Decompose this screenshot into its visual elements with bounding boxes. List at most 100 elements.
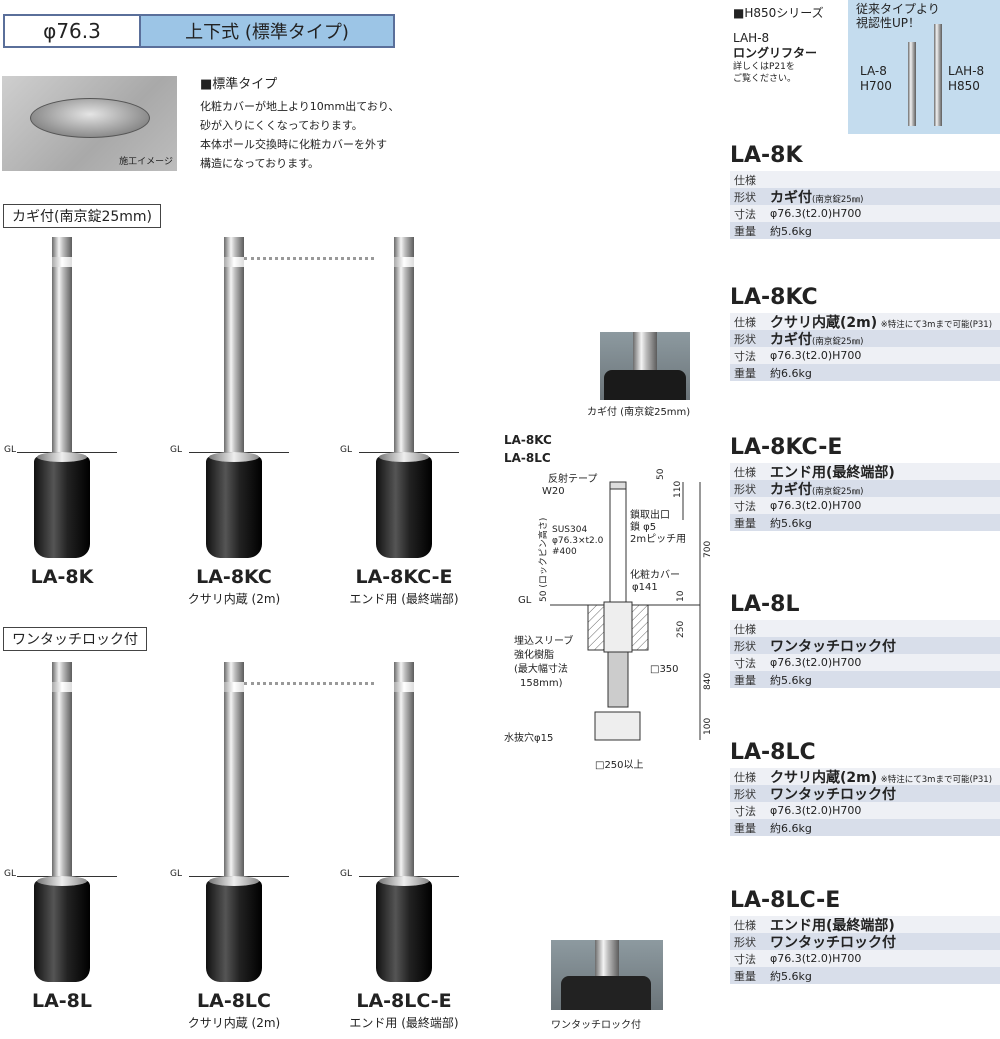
spec-row: 仕様クサリ内蔵(2m) ※特注にて3mまで可能(P31) <box>730 768 1000 786</box>
weight-key: 重量 <box>734 821 756 835</box>
shape-row: 形状カギ付(南京錠25㎜) <box>730 188 1000 206</box>
chain-pitch: 2mピッチ用 <box>630 533 686 545</box>
gl-label: GL <box>170 445 182 455</box>
weight-value: 約5.6kg <box>770 516 812 530</box>
bollard-pole <box>224 237 244 462</box>
h850-name: ロングリフター <box>733 46 818 60</box>
chain-exit-label: 鎖取出口 <box>630 508 670 521</box>
weight-key: 重量 <box>734 366 756 380</box>
dim-110: 110 <box>673 481 683 498</box>
section-onetouch: ワンタッチロック付 <box>3 627 147 651</box>
gl-label: GL <box>170 869 182 879</box>
size-key: 寸法 <box>734 349 756 363</box>
size-value: φ76.3(t2.0)H700 <box>770 499 862 512</box>
installation-photo: 施工イメージ <box>2 76 177 171</box>
bollard-pole <box>52 237 72 462</box>
spec-note: ※特注にて3mまで可能(P31) <box>880 319 993 330</box>
finish-label: #400 <box>552 547 577 557</box>
model-subtitle: エンド用 (最終端部) <box>349 592 459 606</box>
sleeve-label: 埋込スリーブ <box>514 634 573 647</box>
shape-note: (南京錠25㎜) <box>812 194 864 205</box>
model-subtitle: クサリ内蔵 (2m) <box>187 1016 281 1030</box>
spec-key: 仕様 <box>734 315 756 329</box>
spec-key: 仕様 <box>734 465 756 479</box>
lockpin-label: 50 (ロックピン高さ) <box>537 518 549 602</box>
shape-key: 形状 <box>734 787 756 801</box>
chain <box>244 682 374 692</box>
size-key: 寸法 <box>734 656 756 670</box>
spec-value: クサリ内蔵(2m) <box>770 314 878 331</box>
spec-row: 仕様 <box>730 171 1000 188</box>
size-key: 寸法 <box>734 804 756 818</box>
diagram-model: LA-8KC <box>504 433 552 447</box>
intro-description: ■標準タイプ 化粧カバーが地上より10mm出ており、 砂が入りにくくなっておりま… <box>200 75 399 173</box>
sleeve-label: 158mm) <box>520 678 563 689</box>
spec-value: クサリ内蔵(2m) <box>770 769 878 786</box>
spec-block: LA-8KC 仕様クサリ内蔵(2m) ※特注にて3mまで可能(P31) 形状カギ… <box>730 285 1000 381</box>
spec-key: 仕様 <box>734 770 756 784</box>
spec-model-name: LA-8KC <box>730 285 818 310</box>
shape-row: 形状ワンタッチロック付 <box>730 637 1000 655</box>
gl-label: GL <box>518 595 532 606</box>
model-subtitle: エンド用 (最終端部) <box>349 1016 459 1030</box>
gl-label: GL <box>4 445 16 455</box>
key-lock-photo <box>600 332 690 400</box>
la8-height: H700 <box>860 79 892 93</box>
intro-title: ■標準タイプ <box>200 77 278 92</box>
gl-label: GL <box>340 445 352 455</box>
bollard-base <box>376 880 432 982</box>
series-header: φ76.3 上下式 (標準タイプ) <box>3 14 395 48</box>
onetouch-photo <box>551 940 663 1010</box>
la8-label: LA-8 <box>860 64 887 78</box>
spec-model-name: LA-8KC-E <box>730 435 843 460</box>
shape-value: カギ付 <box>770 331 812 348</box>
dimension-diagram: LA-8KC LA-8LC 反射テープ W20 鎖取出口 鎖 φ5 2mピッチ用… <box>504 433 713 771</box>
spec-model-name: LA-8L <box>730 592 800 617</box>
sleeve-label: 強化樹脂 <box>514 648 554 661</box>
weight-row: 重量約5.6kg <box>730 222 1000 239</box>
spec-row: 仕様エンド用(最終端部) <box>730 916 1000 934</box>
h850-note: 詳しくはP21を <box>733 62 795 72</box>
cover-ring <box>379 452 429 462</box>
bollard-base <box>206 880 262 982</box>
weight-key: 重量 <box>734 969 756 983</box>
intro-line: 化粧カバーが地上より10mm出ており、 <box>200 100 400 113</box>
lah8-label: LAH-8 <box>948 64 985 78</box>
tape-label: 反射テープ <box>548 473 597 485</box>
weight-row: 重量約6.6kg <box>730 364 1000 381</box>
shape-key: 形状 <box>734 332 756 346</box>
shape-key: 形状 <box>734 482 756 496</box>
spec-model-name: LA-8LC-E <box>730 888 841 913</box>
weight-value: 約6.6kg <box>770 821 812 835</box>
spec-key: 仕様 <box>734 918 756 932</box>
bollard-base <box>34 456 90 558</box>
bollard-pole <box>52 662 72 886</box>
spec-key: 仕様 <box>734 173 756 187</box>
bollard-base <box>34 880 90 982</box>
intro-line: 本体ポール交換時に化粧カバーを外す <box>200 138 387 151</box>
chain-diameter: 鎖 φ5 <box>630 520 656 533</box>
size-key: 寸法 <box>734 499 756 513</box>
shape-value: カギ付 <box>770 481 812 498</box>
spec-model-name: LA-8LC <box>730 740 816 765</box>
dim-50: 50 <box>656 468 666 480</box>
weight-value: 約5.6kg <box>770 969 812 983</box>
model-subtitle: クサリ内蔵 (2m) <box>187 592 281 606</box>
dim-840: 840 <box>703 673 713 690</box>
size-value: φ76.3(t2.0)H700 <box>770 952 862 965</box>
shape-note: (南京錠25㎜) <box>812 486 864 497</box>
la8-pole-image <box>908 42 916 126</box>
weight-value: 約6.6kg <box>770 366 812 380</box>
material-label: SUS304 <box>552 525 587 535</box>
spec-note: ※特注にて3mまで可能(P31) <box>880 774 993 785</box>
key-lock-caption: カギ付 (南京錠25mm) <box>587 407 691 418</box>
size-row: 寸法 φ76.3(t2.0)H700 <box>730 497 1000 514</box>
h850-info: ■H850シリーズ LAH-8 ロングリフター 詳しくはP21を ご覧ください。 <box>733 6 824 85</box>
shape-key: 形状 <box>734 935 756 949</box>
weight-value: 約5.6kg <box>770 673 812 687</box>
weight-row: 重量約5.6kg <box>730 671 1000 688</box>
